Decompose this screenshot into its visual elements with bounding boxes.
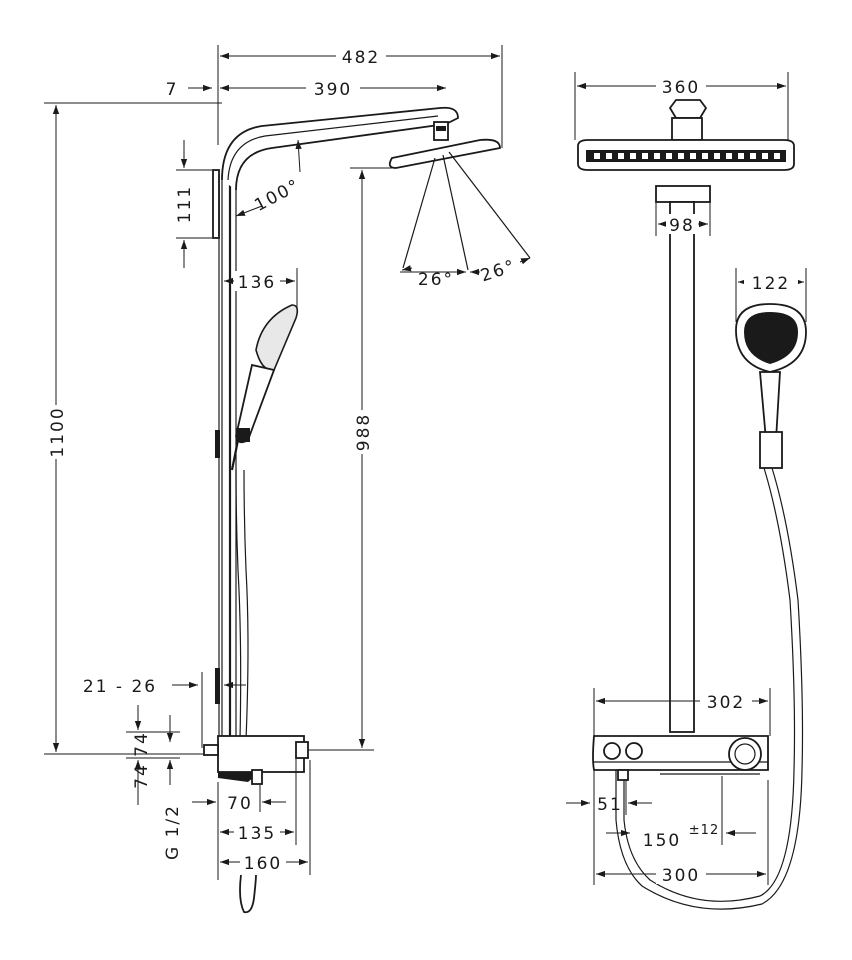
button-left-icon[interactable] — [603, 742, 621, 760]
side-column — [212, 169, 237, 745]
dim-total-height: 1100 — [48, 406, 68, 457]
dim-depth-a: 70 — [227, 794, 253, 814]
shower-arm — [221, 106, 459, 191]
dim-depth-b: 135 — [238, 824, 276, 844]
head-shower-front — [577, 99, 795, 203]
dim-wall-offset: 7 — [166, 80, 179, 100]
dim-thermostat-width: 302 — [707, 693, 745, 713]
hand-shower-front — [615, 303, 807, 910]
dim-handshower-width: 122 — [752, 274, 790, 294]
wall-outlet — [239, 874, 257, 914]
wall-bracket-lower — [215, 668, 220, 704]
thermostat-side — [203, 735, 309, 785]
dim-head-height: 988 — [354, 413, 374, 451]
side-view: 482 390 7 1100 111 100° 26° 26° — [44, 45, 531, 914]
hose-front — [623, 467, 796, 902]
dim-head-width: 360 — [662, 78, 700, 98]
hose-side-outer — [243, 469, 249, 741]
dim-bracket-height: 111 — [175, 185, 195, 223]
dim-spray-right: 26° — [478, 256, 519, 286]
hose-side — [235, 469, 242, 741]
dim-inlet-tolerance: ±12 — [689, 823, 719, 838]
dim-pipe-clearance: 21 - 26 — [83, 677, 157, 697]
dim-inlet-height-b: 74 — [132, 763, 152, 789]
dim-connector-width: 98 — [669, 216, 695, 236]
dim-spray-left: 26° — [418, 270, 454, 290]
dim-depth-c: 160 — [244, 854, 282, 874]
hand-shower-side — [230, 304, 299, 471]
temperature-knob-icon[interactable] — [728, 737, 762, 771]
front-column — [669, 201, 695, 733]
dim-arm-reach: 390 — [314, 80, 352, 100]
head-shower-side — [388, 121, 501, 169]
dim-arm-angle: 100° — [251, 175, 304, 216]
dim-inlet-height-a: 74 — [132, 731, 152, 757]
wall-bracket-upper — [212, 169, 220, 239]
dim-mount-width: 300 — [662, 866, 700, 886]
spray-cone — [402, 151, 531, 271]
thermostat-front — [592, 735, 769, 781]
dim-total-reach: 482 — [342, 48, 380, 68]
dim-inlet-spacing: 150 — [643, 831, 681, 851]
wall-bracket-middle — [215, 430, 220, 458]
front-view: 360 98 122 302 51 150 ±12 — [566, 72, 807, 910]
dim-handshower-reach: 136 — [238, 273, 276, 293]
button-right-icon[interactable] — [625, 742, 643, 760]
dim-thread: G 1/2 — [163, 804, 183, 860]
dim-outlet-offset: 51 — [597, 795, 623, 815]
